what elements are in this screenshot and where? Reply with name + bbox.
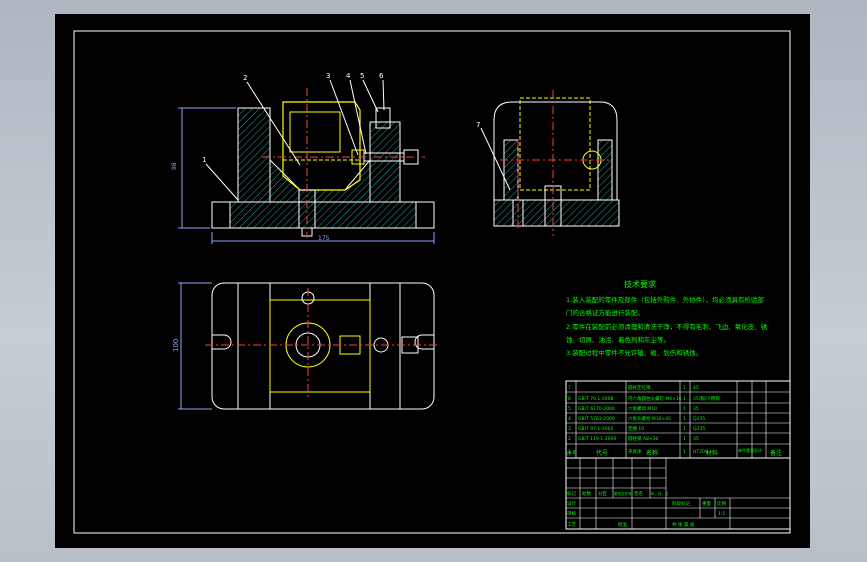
svg-text:1: 1 (683, 449, 686, 455)
balloon-4: 4 (346, 72, 351, 80)
bom-row: 3 GB/T 97.1-2002 垫圈 10 1 Q235 (568, 425, 705, 432)
svg-text:GB/T 97.1-2002: GB/T 97.1-2002 (578, 426, 614, 432)
svg-text:1: 1 (683, 416, 686, 422)
svg-text:单件重量: 单件重量 (738, 447, 754, 453)
svg-text:材料: 材料 (706, 449, 718, 457)
tb-label-change: 更改文件号 (614, 491, 632, 496)
svg-text:总计: 总计 (754, 447, 762, 453)
svg-text:圆柱销 A8×30: 圆柱销 A8×30 (628, 435, 659, 442)
tb-label-count: 处数 (582, 490, 591, 497)
tb-scale: 比例 (717, 500, 726, 507)
dim-height: 98 (171, 162, 178, 170)
svg-text:35: 35 (693, 406, 699, 412)
tb-label-date: 年、月、日 (651, 491, 669, 496)
svg-text:1: 1 (683, 406, 686, 412)
balloon-3: 3 (326, 72, 330, 80)
bom-header: 序号 代号 名称 材料 单件重量 总计 备注 (567, 447, 782, 457)
svg-text:备注: 备注 (770, 449, 782, 457)
svg-text:2: 2 (568, 436, 571, 442)
inner-frame (73, 30, 791, 534)
dim-width: 175 (318, 235, 330, 242)
svg-text:内六角圆柱头螺钉 M6×16: 内六角圆柱头螺钉 M6×16 (628, 395, 682, 402)
bom-row: 5 GB/T 6170-2000 六角螺母 M10 1 35 (568, 405, 699, 412)
svg-text:7: 7 (568, 385, 571, 391)
svg-text:名称: 名称 (646, 449, 658, 457)
tb-label-mark: 标记 (567, 490, 576, 497)
svg-text:序号: 序号 (567, 450, 577, 457)
balloon-5: 5 (360, 72, 364, 80)
svg-text:代号: 代号 (596, 449, 608, 457)
svg-text:35: 35 (693, 436, 699, 442)
svg-text:4: 4 (568, 416, 571, 422)
balloon-7: 7 (476, 121, 480, 129)
tb-weight: 重量 (702, 500, 711, 507)
tb-review: 审核 (567, 510, 576, 517)
tech-line-4: 蚀、切屑、油污、着色剂和灰尘等。 (566, 335, 670, 344)
tb-process: 工艺 (567, 522, 576, 528)
balloon-2: 2 (243, 74, 247, 82)
svg-text:1: 1 (683, 396, 686, 402)
bom-row: 4 GB/T 5783-2000 六角头螺栓 M10×45 1 Q235 (568, 415, 705, 422)
front-view: 98 175 1 2 3 4 5 6 (171, 72, 435, 244)
svg-text:六角头螺栓 M10×45: 六角头螺栓 M10×45 (628, 415, 671, 422)
svg-text:5: 5 (568, 406, 571, 412)
svg-text:GB/T 119.1-2000: GB/T 119.1-2000 (578, 436, 616, 442)
svg-text:35/钢/冷镦钢: 35/钢/冷镦钢 (693, 395, 720, 402)
svg-text:1: 1 (683, 385, 686, 391)
svg-text:45: 45 (693, 385, 699, 391)
dim-plan-height: 100 (172, 339, 180, 352)
svg-text:1: 1 (683, 426, 686, 432)
tech-requirements: 技术要求 1.装入装配的零件及部件（包括外购件、外协件），均必须具有检验部 门的… (566, 279, 768, 357)
svg-text:GB/T 6170-2000: GB/T 6170-2000 (578, 406, 615, 412)
tb-stage: 阶段标记 (672, 500, 690, 507)
balloon-6: 6 (379, 72, 384, 80)
drawing-sheet (55, 14, 810, 548)
bom-row: 1 夹具体 1 HT200 (568, 448, 708, 455)
tb-scale-value: 1:1 (718, 511, 725, 517)
svg-text:Q235: Q235 (693, 426, 705, 432)
svg-text:圆柱定位销: 圆柱定位销 (628, 384, 651, 391)
tb-sheets: 共 张 第 张 (672, 521, 695, 528)
tech-line-1: 1.装入装配的零件及部件（包括外购件、外协件），均必须具有检验部 (566, 295, 764, 304)
side-view: 7 (476, 90, 620, 236)
svg-text:3: 3 (568, 426, 571, 432)
svg-text:GB/T 70.1-2008: GB/T 70.1-2008 (578, 396, 614, 402)
plan-view: 100 (172, 282, 440, 410)
svg-text:1: 1 (568, 449, 571, 455)
tech-line-2: 门的合格证方能进行装配。 (566, 308, 644, 317)
tech-line-5: 3.装配过程中零件不允许磕、碰、划伤和锈蚀。 (566, 348, 702, 357)
svg-text:六角螺母 M10: 六角螺母 M10 (628, 405, 657, 412)
title-block: 标记 处数 分区 更改文件号 签名 年、月、日 设计 审核 工艺 批准 阶段标记… (565, 457, 791, 530)
svg-text:夹具体: 夹具体 (628, 448, 642, 455)
svg-text:Q235: Q235 (693, 416, 705, 422)
svg-text:GB/T 5783-2000: GB/T 5783-2000 (578, 416, 615, 422)
balloon-1: 1 (202, 156, 206, 164)
tech-line-3: 2.零件在装配前必须清理和清洗干净，不得有毛刺、飞边、氧化皮、锈 (566, 322, 768, 331)
tb-label-zone: 分区 (598, 490, 607, 497)
bom-row: 6 GB/T 70.1-2008 内六角圆柱头螺钉 M6×16 1 35/钢/冷… (568, 395, 720, 402)
svg-text:垫圈 10: 垫圈 10 (628, 425, 644, 432)
tb-label-sign: 签名 (634, 490, 643, 497)
svg-text:6: 6 (568, 396, 571, 402)
bom-row: 2 GB/T 119.1-2000 圆柱销 A8×30 1 35 (568, 435, 699, 442)
svg-text:HT200: HT200 (693, 449, 708, 455)
tb-design: 设计 (567, 500, 576, 507)
tech-title: 技术要求 (624, 279, 656, 289)
svg-text:1: 1 (683, 436, 686, 442)
tb-approve: 批准 (618, 521, 627, 528)
bom-row: 7 圆柱定位销 1 45 (568, 384, 699, 391)
